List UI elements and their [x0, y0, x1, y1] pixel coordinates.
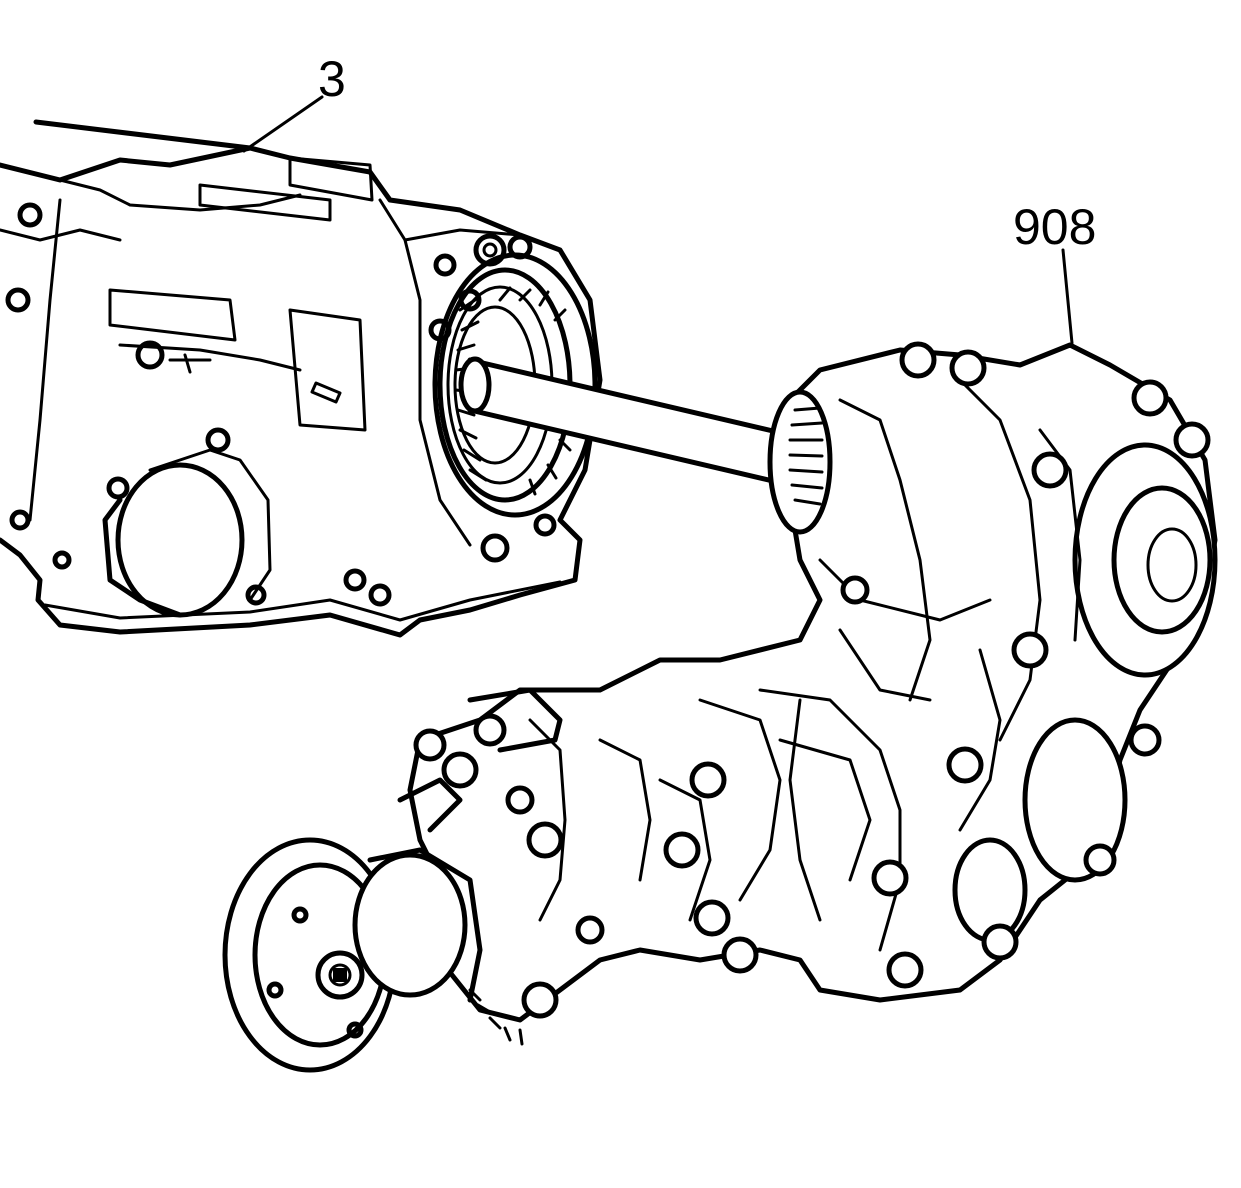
- leader-line-3: [242, 95, 324, 153]
- callout-label-transfer-case: 908: [1013, 199, 1097, 255]
- transfer-case-assembly: [222, 341, 1218, 1073]
- leader-line-908: [1061, 248, 1074, 345]
- transmission-assembly: [0, 119, 793, 638]
- housing-bolts: [413, 341, 1211, 1019]
- callout-label-transmission: 3: [318, 51, 346, 107]
- leader-lines: [242, 95, 1074, 345]
